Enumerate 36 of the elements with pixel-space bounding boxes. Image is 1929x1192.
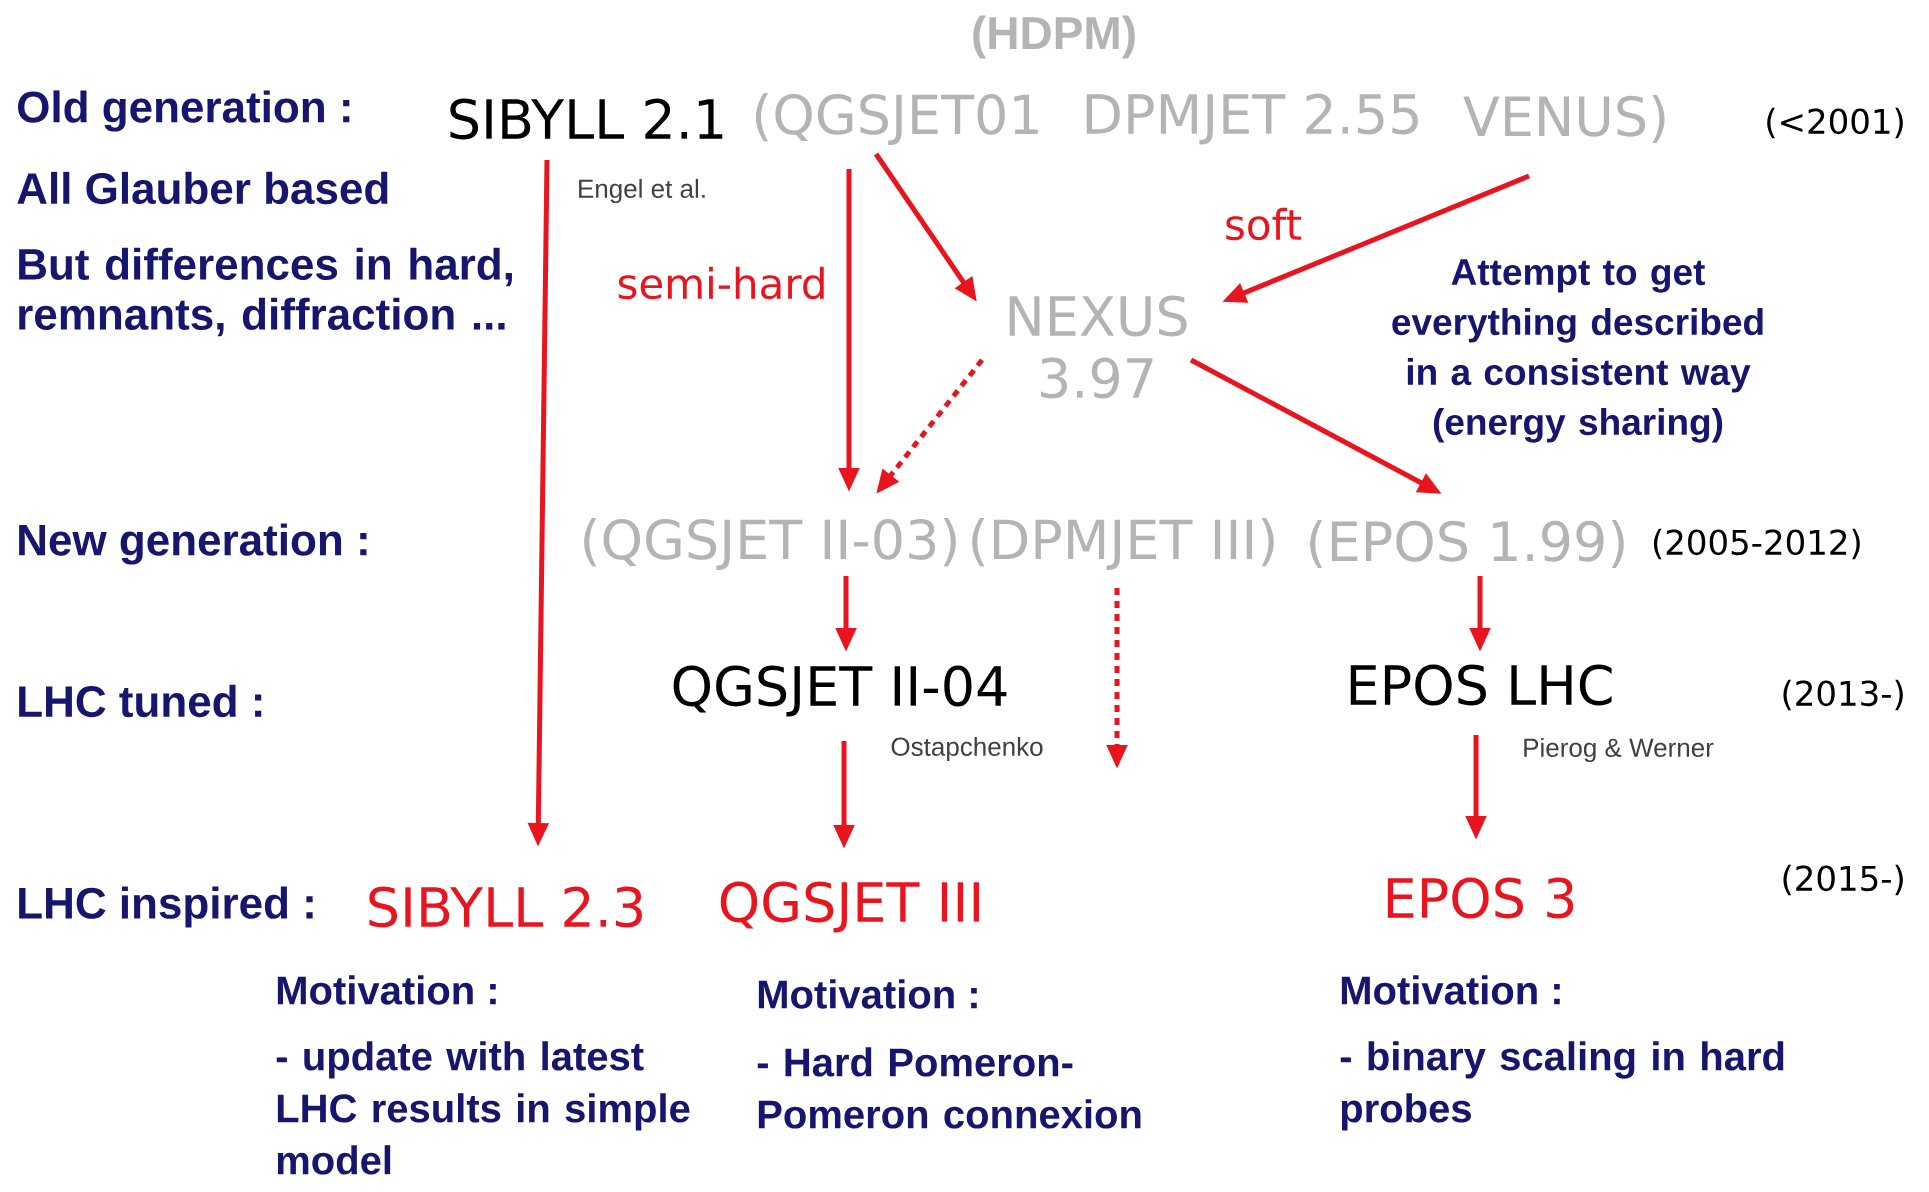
model-name: (HDPM) xyxy=(973,15,1135,59)
row-label: But differences in hard, remnants, diffraction ... xyxy=(19,247,512,337)
model-name: (QGSJET01 xyxy=(755,93,1038,145)
model-name: (DPMJET III) xyxy=(972,518,1274,570)
year-label: (2013-) xyxy=(1783,679,1903,711)
motivation-text: - binary scaling in hard probes xyxy=(1340,1041,1784,1131)
motivation-heading: Motivation : xyxy=(1341,975,1560,1005)
year-label: (<2001) xyxy=(1767,107,1903,139)
motivation-heading: Motivation : xyxy=(277,975,496,1005)
author-note: Engel et al. xyxy=(579,178,705,204)
model-name: QGSJET III xyxy=(720,881,979,933)
model-name: SIBYLL 2.3 xyxy=(369,886,642,928)
model-name: (QGSJET II-03) xyxy=(584,518,956,570)
model-name: VENUS) xyxy=(1463,94,1665,144)
model-name: (EPOS 1.99) xyxy=(1310,519,1624,569)
row-label: LHC inspired : xyxy=(19,886,313,928)
edge-label: soft xyxy=(1226,207,1302,241)
author-note: Pierog & Werner xyxy=(1524,737,1714,763)
model-name: EPOS LHC xyxy=(1350,664,1612,706)
model-name: SIBYLL 2.1 xyxy=(450,98,723,140)
year-label: (2005-2012) xyxy=(1653,528,1860,560)
row-label: Old generation : xyxy=(18,90,350,132)
motivation-text: - Hard Pomeron-Pomeron connexion xyxy=(757,1047,1141,1129)
model-name: NEXUS 3.97 xyxy=(1009,295,1187,399)
row-label: LHC tuned : xyxy=(19,684,262,718)
row-label: All Glauber based xyxy=(17,171,388,205)
year-label: (2015-) xyxy=(1783,864,1903,896)
motivation-heading: Motivation : xyxy=(758,979,977,1009)
motivation-text: - update with latest LHC results in simple model xyxy=(276,1041,690,1175)
model-name: DPMJET 2.55 xyxy=(1086,93,1418,145)
author-note: Ostapchenko xyxy=(891,736,1043,762)
annotation-text: Attempt to get everything described in a consistent way (energy sharing) xyxy=(1392,259,1763,443)
row-label: New generation : xyxy=(19,523,367,565)
model-name: QGSJET II-04 xyxy=(673,665,1007,717)
edge-label: semi-hard xyxy=(618,266,824,300)
model-name: EPOS 3 xyxy=(1387,877,1574,919)
